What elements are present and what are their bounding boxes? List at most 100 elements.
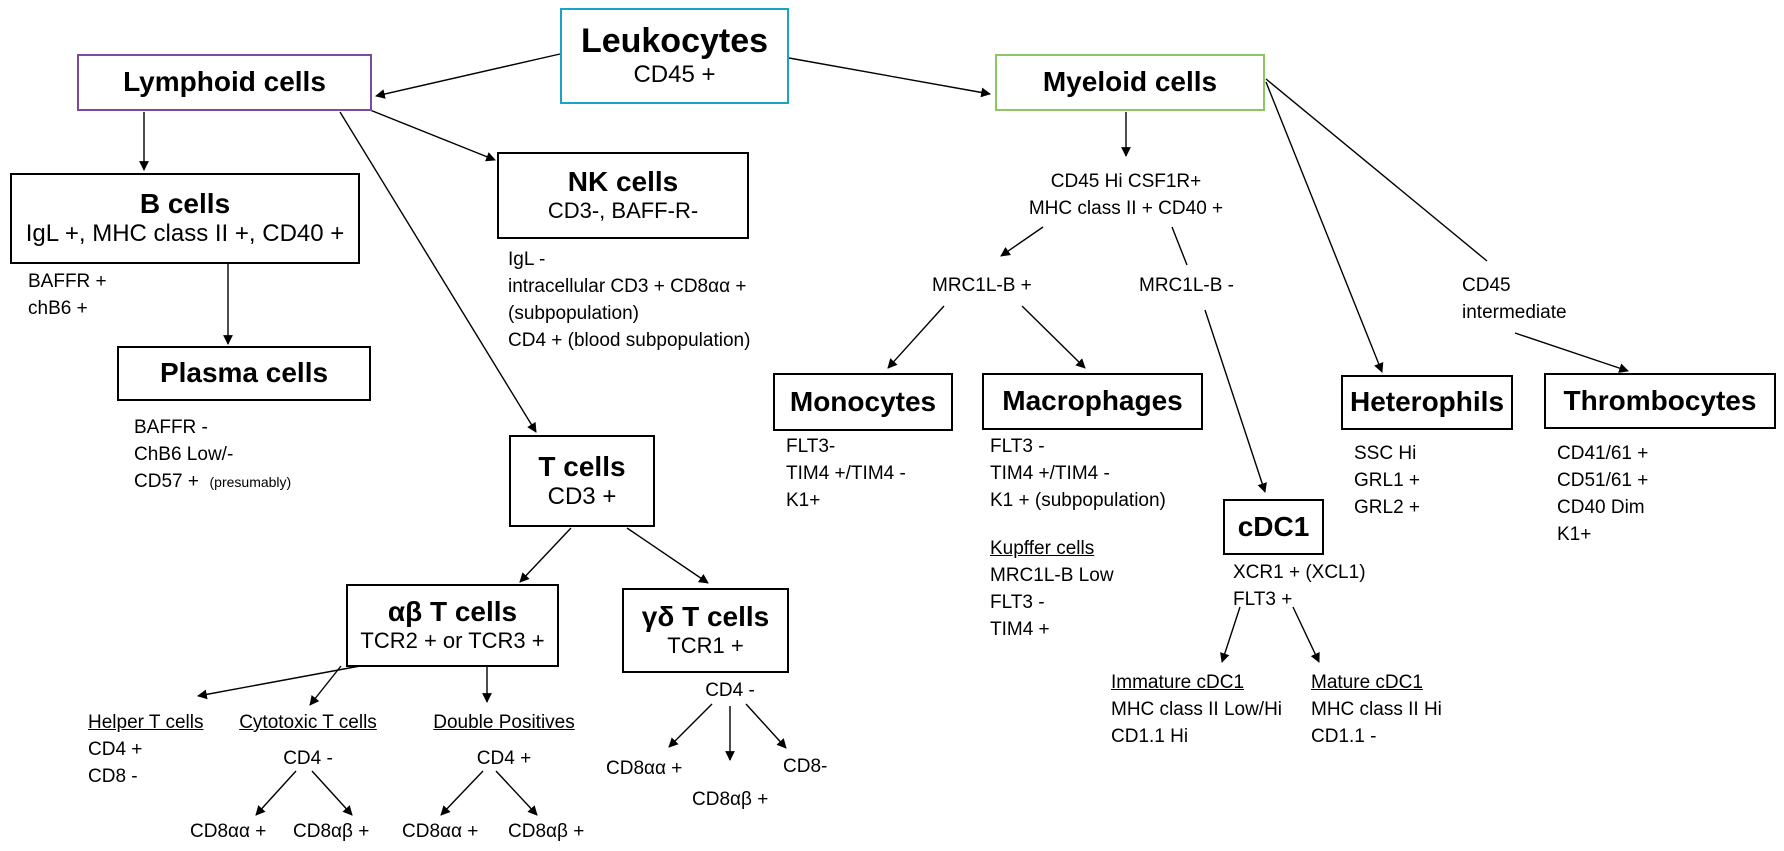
dp-cd8aa: CD8αα + [402, 821, 479, 842]
edge-leuko-lymphoid [375, 53, 561, 99]
node-title: Monocytes [789, 385, 937, 417]
node-marker: CD45 + [633, 61, 716, 89]
marker-line: K1 + (subpopulation) [990, 490, 1166, 511]
gd-cd8ab: CD8αβ + [692, 789, 769, 810]
node-title: NK cells [567, 166, 679, 198]
marker-line: GRL2 + [1354, 497, 1421, 518]
marker-line: CD4 - [283, 748, 333, 769]
marker-line: XCR1 + (XCL1) [1233, 562, 1366, 583]
edge-ab-helper [197, 665, 361, 700]
marker-line: CD4 + (blood subpopulation) [508, 330, 751, 351]
gd-cd8-neg: CD8- [783, 756, 828, 777]
dp-cd8ab: CD8αβ + [508, 821, 585, 842]
cytotoxic-t-cells: Cytotoxic T cells CD4 - [228, 709, 388, 772]
edge-cdc1-imm [1220, 606, 1241, 663]
node-leukocytes: Leukocytes CD45 + [560, 8, 789, 104]
thrombocyte-markers: CD41/61 + CD51/61 + CD40 Dim K1+ [1557, 440, 1648, 548]
marker-line: MHC class II + CD40 + [1028, 198, 1224, 219]
marker-line: ChB6 Low/- [134, 444, 234, 465]
marker-line: GRL1 + [1354, 470, 1421, 491]
marker-line: MHC class II Hi [1311, 699, 1442, 720]
edge-leuko-myeloid [788, 57, 991, 98]
helper-title: Helper T cells [88, 712, 204, 733]
node-plasma-cells: Plasma cells [117, 346, 371, 401]
edge-tcells-ab [519, 527, 572, 583]
cd45-intermediate: CD45 intermediate [1462, 272, 1567, 326]
marker-line: (subpopulation) [508, 303, 639, 324]
mature-cdc1-title: Mature cDC1 [1311, 672, 1423, 693]
cyto-cd8aa: CD8αα + [190, 821, 267, 842]
marker-line: CD4 + [88, 739, 143, 760]
edge-mrcneg-cdc1 [1204, 309, 1267, 493]
marker-line: SSC Hi [1354, 443, 1417, 464]
kupffer-cells: Kupffer cells MRC1L-B Low FLT3 - TIM4 + [990, 535, 1114, 643]
node-lymphoid-cells: Lymphoid cells [77, 54, 372, 111]
immature-cdc1: Immature cDC1 MHC class II Low/Hi CD1.1 … [1111, 669, 1282, 750]
marker-line: FLT3- [786, 436, 836, 457]
double-positives: Double Positives CD4 + [424, 709, 584, 772]
node-b-cells: B cells IgL +, MHC class II +, CD40 + [10, 173, 360, 264]
marker-line: CD40 Dim [1557, 497, 1645, 518]
marker-line: intermediate [1462, 302, 1567, 323]
marker-line: CD8 - [88, 766, 138, 787]
marker-line: intracellular CD3 + CD8αα + [508, 276, 747, 297]
node-title: Thrombocytes [1563, 384, 1757, 416]
node-t-cells: T cells CD3 + [509, 435, 655, 527]
note: (presumably) [209, 474, 292, 490]
marker-line: CD51/61 + [1557, 470, 1649, 491]
node-marker: IgL +, MHC class II +, CD40 + [25, 220, 345, 248]
immature-cdc1-title: Immature cDC1 [1111, 672, 1245, 693]
edge-mrcpos-macro [1021, 305, 1086, 369]
marker-line: BAFFR - [134, 417, 208, 438]
marker-line: TIM4 +/TIM4 - [990, 463, 1110, 484]
marker-line: CD45 Hi CSF1R+ [1050, 171, 1202, 192]
kupffer-title: Kupffer cells [990, 538, 1095, 559]
node-title: Plasma cells [159, 357, 329, 389]
nk-markers: IgL - intracellular CD3 + CD8αα + (subpo… [508, 246, 750, 354]
marker-line: CD1.1 Hi [1111, 726, 1189, 747]
node-title: B cells [139, 188, 231, 219]
edge-gd-aa [668, 703, 713, 748]
node-title: Macrophages [1002, 385, 1183, 417]
mature-cdc1: Mature cDC1 MHC class II Hi CD1.1 - [1311, 669, 1442, 750]
edge-cdc1-mat [1292, 606, 1320, 663]
marker-line: K1+ [786, 490, 821, 511]
marker-line: K1+ [1557, 524, 1592, 545]
node-heterophils: Heterophils [1341, 375, 1513, 430]
node-monocytes: Monocytes [773, 373, 953, 431]
marker-line: MRC1L-B Low [990, 565, 1114, 586]
node-title: Heterophils [1349, 386, 1505, 418]
edge-dp-aa [440, 770, 484, 816]
mrc1lb-negative: MRC1L-B - [1139, 275, 1235, 296]
edge-cyto-ab [311, 770, 353, 816]
marker-line: CD1.1 - [1311, 726, 1377, 747]
marker-line: TIM4 +/TIM4 - [786, 463, 906, 484]
node-nk-cells: NK cells CD3-, BAFF-R- [497, 152, 749, 239]
marker-line: MHC class II Low/Hi [1111, 699, 1283, 720]
edge-lymphoid-nk [369, 109, 496, 162]
edge-myeloid-hetero [1265, 81, 1384, 373]
marker-line: FLT3 + [1233, 589, 1293, 610]
marker-line: IgL - [508, 249, 546, 270]
heterophil-markers: SSC Hi GRL1 + GRL2 + [1354, 440, 1420, 521]
edge-dp-ab [495, 770, 538, 816]
node-title: αβ T cells [387, 596, 518, 628]
edge-cyto-aa [255, 770, 297, 816]
marker-line: CD41/61 + [1557, 443, 1649, 464]
cytotoxic-title: Cytotoxic T cells [239, 712, 377, 733]
edge-cd45int-thrombo [1514, 332, 1629, 373]
macrophage-markers: FLT3 - TIM4 +/TIM4 - K1 + (subpopulation… [990, 433, 1166, 514]
gd-cd4-marker: CD4 - [705, 680, 755, 701]
node-marker: CD3 + [547, 482, 617, 510]
node-myeloid-cells: Myeloid cells [995, 54, 1265, 111]
node-thrombocytes: Thrombocytes [1544, 373, 1776, 429]
monocyte-markers: FLT3- TIM4 +/TIM4 - K1+ [786, 433, 906, 514]
marker-line: CD4 + [476, 748, 532, 769]
marker-line: CD57 + [134, 471, 199, 492]
node-macrophages: Macrophages [982, 373, 1203, 430]
bcells-markers: BAFFR + chB6 + [28, 268, 107, 322]
edge-mrcpos-mono [887, 305, 945, 369]
edge-myeloid-cd45int [1265, 78, 1488, 262]
